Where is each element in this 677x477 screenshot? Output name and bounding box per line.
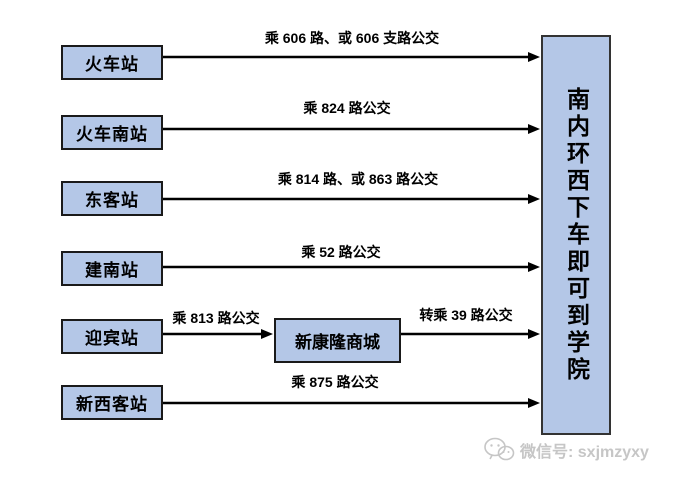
station-box-south-train-station: 火车南站: [61, 115, 163, 150]
route-label-814-863: 乘 814 路、或 863 路公交: [277, 171, 439, 187]
wechat-icon: [484, 437, 515, 461]
wechat-id-label: 微信号: sxjmzyxy: [520, 444, 649, 461]
via-box-xinkanglong-mall: 新康隆商城: [274, 318, 401, 363]
route-label-transfer-39: 转乘 39 路公交: [419, 307, 513, 323]
destination-box: 南内环西下车即可到学院: [541, 35, 611, 435]
route-label-606: 乘 606 路、或 606 支路公交: [264, 30, 440, 46]
station-box-east-coach-station: 东客站: [61, 181, 163, 216]
destination-label: 南内环西下车即可到学院: [563, 86, 590, 384]
station-box-yingbin-station: 迎宾站: [61, 319, 163, 354]
station-label: 火车站: [85, 55, 139, 74]
station-label: 火车南站: [76, 125, 148, 144]
station-box-jiannan-station: 建南站: [61, 251, 163, 286]
station-label: 建南站: [85, 261, 139, 280]
route-label-52: 乘 52 路公交: [301, 244, 381, 260]
station-label: 新西客站: [76, 395, 148, 414]
route-label-824: 乘 824 路公交: [303, 100, 391, 116]
wechat-watermark: 微信号: sxjmzyxy: [483, 436, 649, 464]
route-label-875: 乘 875 路公交: [291, 374, 379, 390]
station-label: 迎宾站: [85, 329, 139, 348]
via-label: 新康隆商城: [295, 333, 380, 352]
station-box-new-west-coach-station: 新西客站: [61, 385, 163, 420]
station-label: 东客站: [85, 191, 139, 210]
route-label-813: 乘 813 路公交: [172, 310, 260, 326]
station-box-train-station: 火车站: [61, 45, 163, 80]
